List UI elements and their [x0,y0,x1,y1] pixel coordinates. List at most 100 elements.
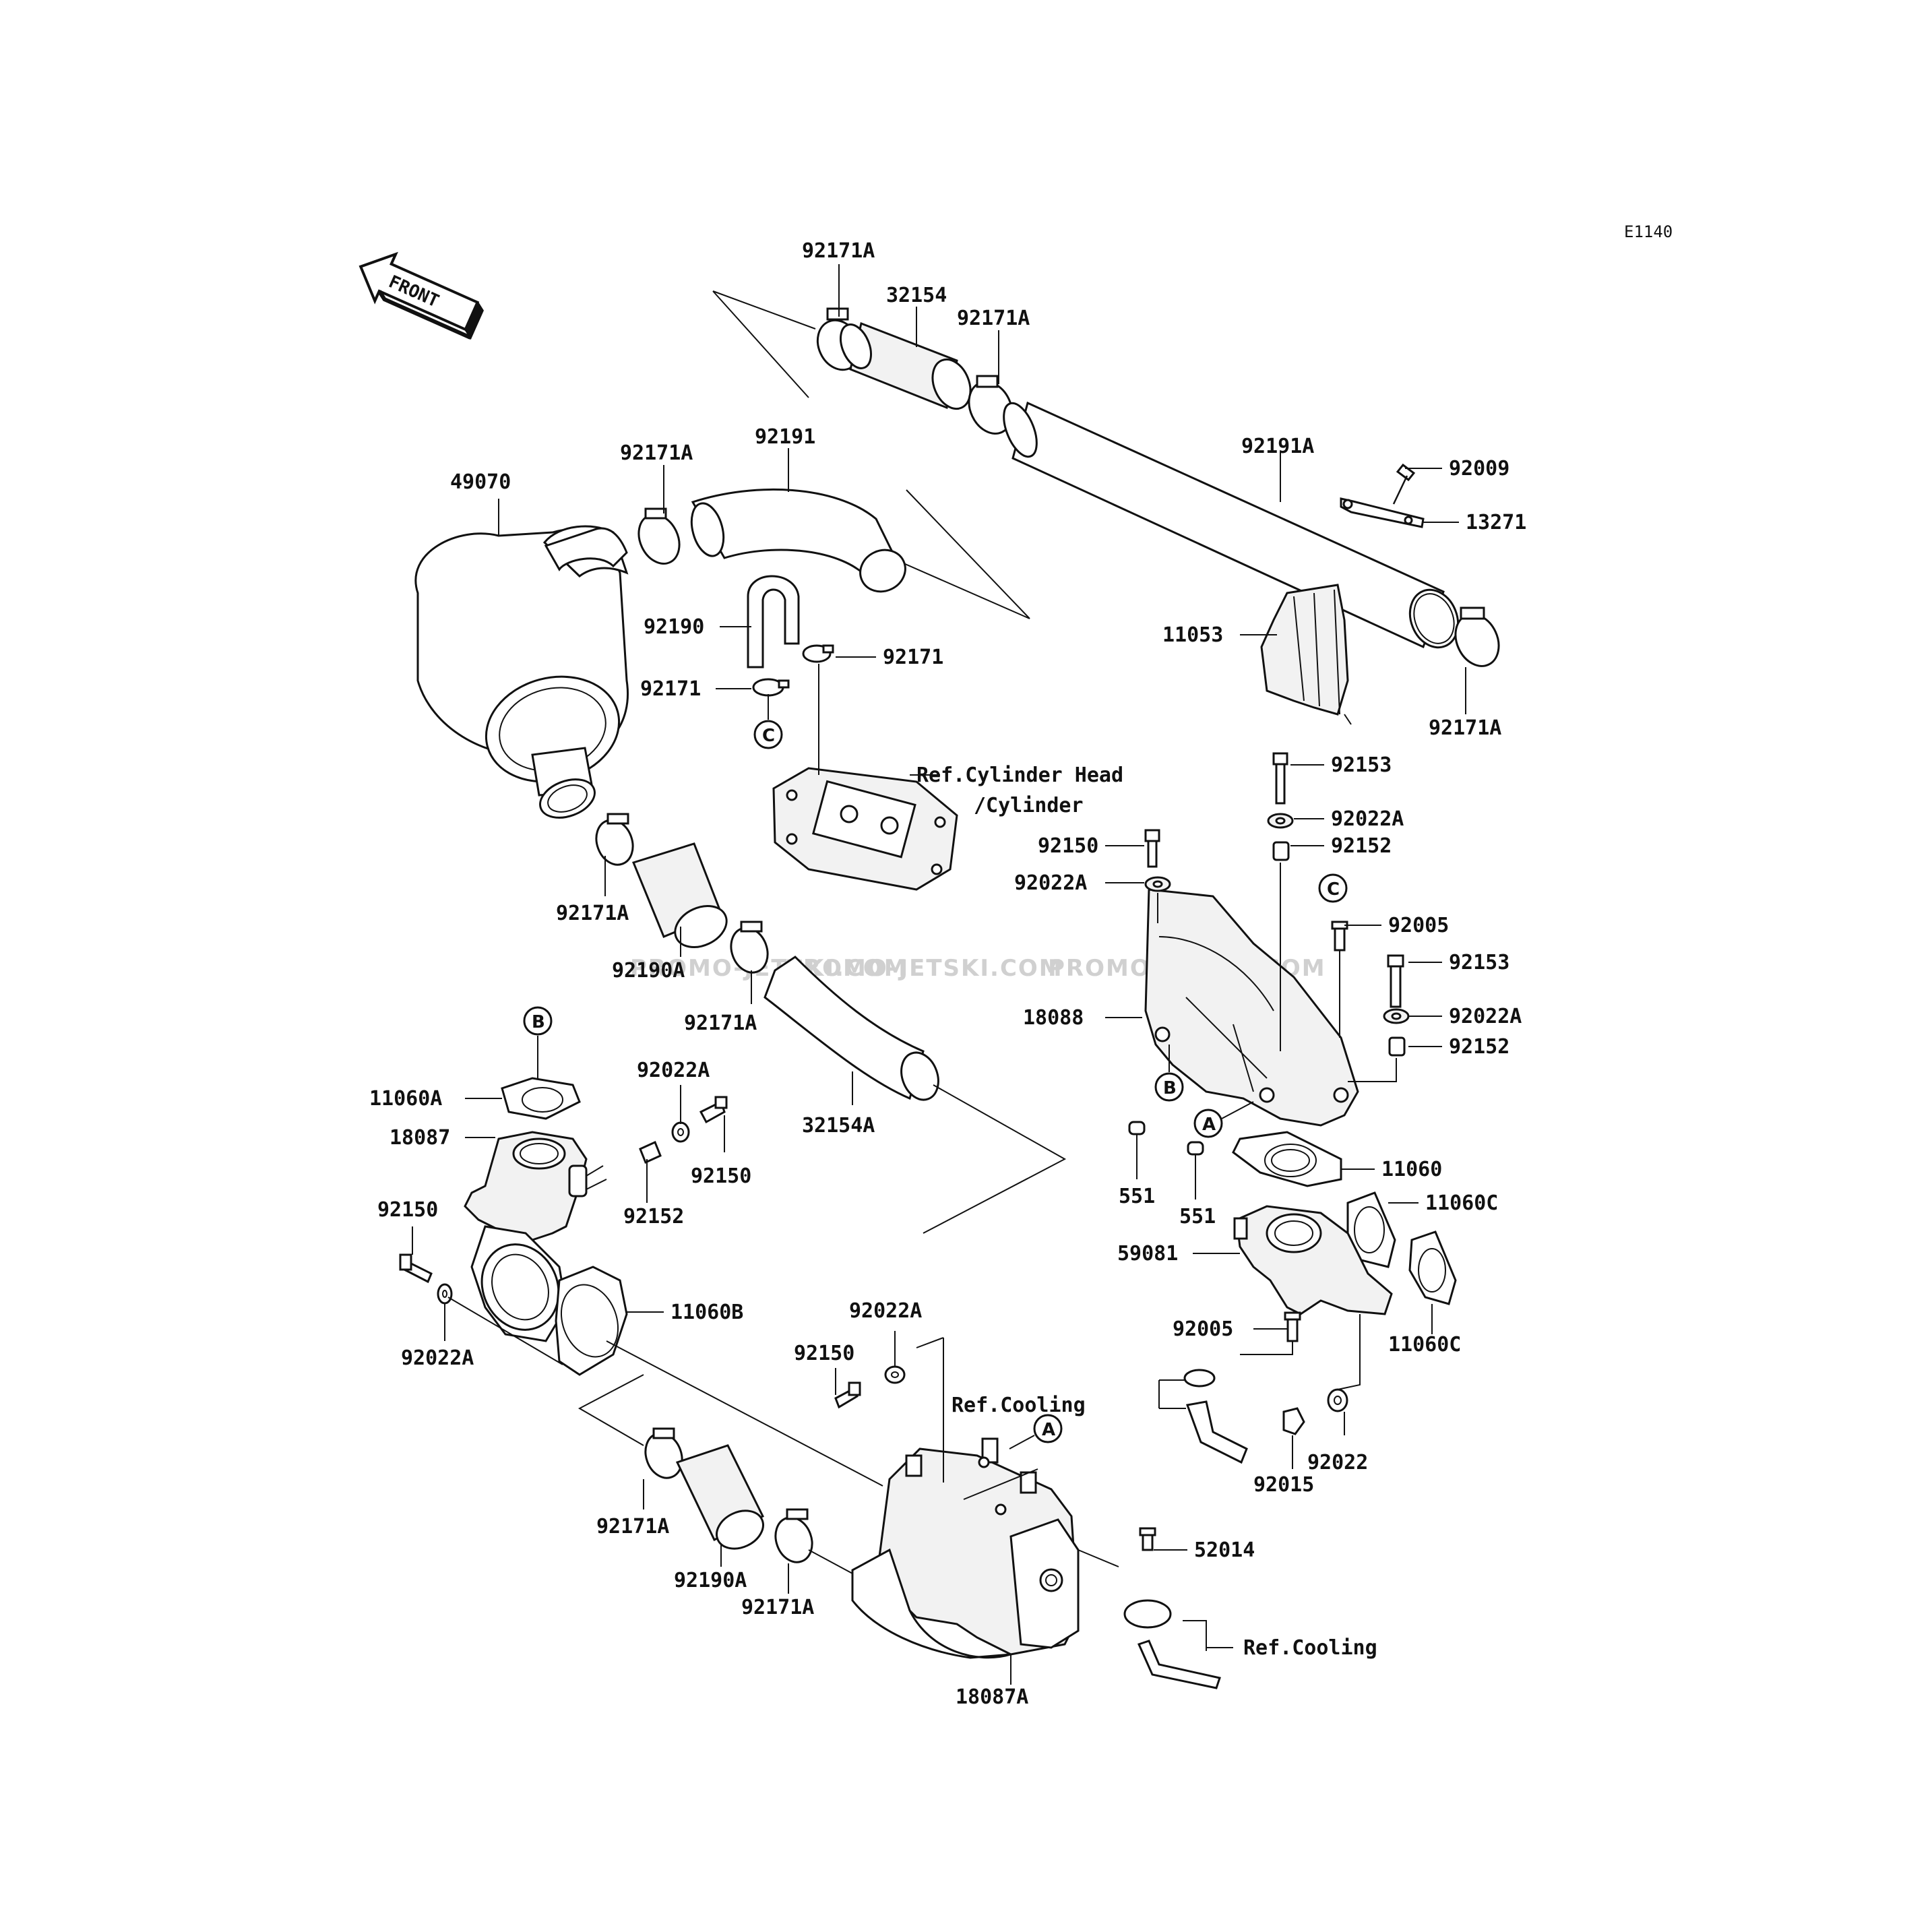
label-18087: 18087 [389,1126,450,1150]
label-11060: 11060 [1381,1158,1442,1181]
label-92171A-bl: 92171A [596,1515,669,1538]
watermark-1: PROMO-JETSKI.COM [630,955,908,982]
bolt-92150-d [834,1381,861,1409]
label-92171A-left: 92171A [620,441,693,465]
screw-92009 [1392,463,1416,505]
hose-clamp-92171A-right [1454,606,1500,667]
label-92190A-mid: 92190A [612,959,685,983]
hose-clamp-92171A-bl [644,1427,683,1479]
label-11060C-a: 11060C [1425,1191,1498,1215]
label-92153-a: 92153 [1331,753,1392,777]
hose-clamp-92171A-b2 [774,1508,813,1563]
label-11060C-b: 11060C [1388,1333,1461,1357]
bolt-92150-c [399,1253,433,1284]
label-551-b: 551 [1179,1205,1216,1228]
svg-text:A: A [1202,1115,1216,1135]
gasket-11060C-b [1408,1230,1457,1305]
front-direction-arrow: FRONT [359,251,484,340]
label-92171A-b2: 92171A [741,1596,814,1619]
ref-cooling-2: Ref.Cooling [1243,1636,1377,1660]
fitting-92005-a [1331,921,1348,952]
washer-92022A-e [437,1283,453,1305]
pipe-32154 [840,321,972,410]
marker-A-lower: A [1033,1414,1063,1443]
label-92171A-top2: 92171A [957,307,1030,330]
label-92171A-mid: 92171A [556,902,629,925]
watermark-2: PROMO-JETSKI.COM [785,955,1063,982]
label-92009: 92009 [1449,457,1509,480]
washer-92022A-f [884,1365,906,1384]
label-32154A: 32154A [802,1114,875,1138]
label-92152-a: 92152 [1331,834,1392,858]
collar-92152-c [639,1140,662,1164]
hose-clamp-92171A-mid [595,813,634,866]
svg-text:C: C [762,726,775,746]
elbow-18087 [464,1131,588,1342]
label-18088: 18088 [1023,1006,1084,1030]
hose-92190A-mid [631,842,728,948]
svg-text:A: A [1042,1420,1055,1440]
label-32154: 32154 [886,284,947,307]
label-92153-b: 92153 [1449,951,1509,974]
marker-B-right: B [1154,1072,1184,1102]
ref-cylinder-head-line2: /Cylinder [974,794,1084,817]
label-49070: 49070 [450,470,511,494]
manifold-59081 [1233,1205,1393,1315]
label-92171-a: 92171 [883,646,943,669]
label-92171A-top: 92171A [802,239,875,263]
label-92022A-e: 92022A [849,1299,922,1323]
marker-C-upper: C [753,720,783,749]
pipe-92191A [1003,401,1460,649]
fitting-92005-b [1284,1311,1301,1342]
label-92190: 92190 [644,615,704,639]
ref-cylinder-head-line1: Ref.Cylinder Head [916,764,1123,787]
label-92152-c: 92152 [623,1205,684,1228]
dowel-551-b [1187,1141,1204,1156]
label-92150-b: 92150 [691,1164,751,1188]
pipe-32154A [764,956,939,1101]
bolt-92150-a [1144,829,1160,868]
hose-clamp-92171A-top2 [968,375,1014,435]
label-11060A: 11060A [369,1087,442,1111]
label-92005-b: 92005 [1173,1317,1233,1341]
label-11053: 11053 [1162,623,1223,647]
label-92022A-a: 92022A [1331,807,1404,831]
hose-clamp-92171A-mid2 [730,921,769,974]
bolt-92153-b [1387,954,1404,1008]
pipe-92191 [690,488,906,593]
label-59081: 59081 [1117,1242,1178,1266]
label-92022A-f: 92022A [401,1346,474,1370]
svg-text:B: B [1163,1078,1177,1098]
label-11060B: 11060B [671,1301,743,1324]
label-92150-d: 92150 [794,1342,854,1365]
label-92022: 92022 [1307,1451,1368,1474]
diagram-id: E1140 [1624,222,1673,241]
label-92015: 92015 [1253,1473,1314,1497]
gasket-11060B [555,1266,628,1376]
label-92191A: 92191A [1241,435,1314,458]
cooling-ref-hose-1 [1183,1369,1248,1464]
bracket-13271 [1340,497,1425,528]
marker-B-left: B [523,1006,553,1036]
collar-92152-b [1388,1036,1406,1057]
marker-A-right: A [1193,1109,1223,1138]
label-92022A-c: 92022A [1449,1005,1522,1028]
fitting-52014 [1139,1527,1156,1551]
label-92150-c: 92150 [377,1198,438,1222]
label-92190A-b: 92190A [674,1569,747,1592]
washer-92022A-d [671,1121,690,1143]
muffler-49070 [414,525,629,819]
washer-92022A-a [1267,813,1294,829]
label-92022A-d: 92022A [637,1059,710,1082]
collar-92152-a [1272,841,1290,861]
hose-clamp-92171A-left [637,507,681,565]
ref-cooling-1: Ref.Cooling [952,1394,1086,1417]
svg-text:B: B [532,1012,545,1032]
hose-92190 [747,575,800,668]
cooling-ref-hose-2 [1123,1599,1221,1689]
label-92171A-right: 92171A [1429,716,1501,740]
gasket-11060 [1232,1131,1342,1187]
bolt-92150-b [699,1096,728,1124]
cylinder-head-ref-drawing [772,767,958,891]
